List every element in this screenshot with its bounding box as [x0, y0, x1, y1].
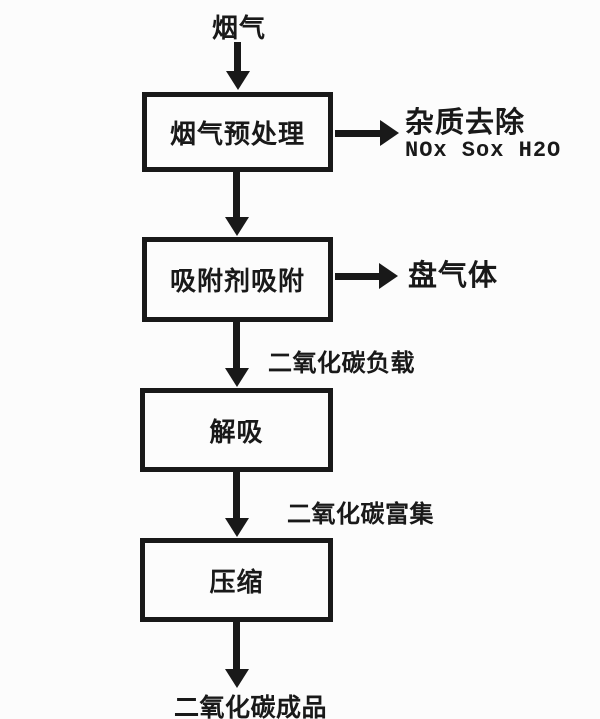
box-desorption-label: 解吸 — [209, 416, 264, 447]
arrow-head-icon — [226, 71, 250, 90]
arrow-source-to-pretreatment — [226, 42, 250, 90]
arrow-impurity-removal — [335, 120, 399, 146]
arrow-pretreatment-to-adsorption — [225, 172, 249, 236]
arrow-head-icon — [225, 518, 249, 537]
arrow-compression-to-product — [225, 622, 249, 688]
box-desorption: 解吸 — [140, 388, 333, 472]
arrow-shaft — [233, 322, 240, 369]
impurity-removal-line1: 杂质去除 — [405, 107, 526, 139]
box-pretreatment-label: 烟气预处理 — [169, 118, 305, 149]
arrow-head-icon — [225, 217, 249, 236]
arrow-head-icon — [225, 669, 249, 688]
box-compression-label: 压缩 — [209, 566, 264, 597]
impurity-removal-line2: NOx Sox H2O — [405, 138, 562, 163]
waste-gas-label: 盘气体 — [408, 260, 498, 292]
box-compression: 压缩 — [140, 538, 333, 622]
flue-gas-source-label: 烟气 — [212, 13, 267, 43]
box-pretreatment: 烟气预处理 — [142, 92, 333, 172]
arrow-head-icon — [380, 120, 399, 146]
arrow-shaft — [335, 130, 382, 137]
co2-loaded-label: 二氧化碳负载 — [268, 350, 415, 377]
arrow-shaft — [233, 622, 240, 670]
arrow-shaft — [335, 273, 381, 280]
arrow-shaft — [234, 42, 241, 72]
arrow-waste-gas — [335, 263, 398, 289]
box-adsorption: 吸附剂吸附 — [142, 237, 333, 322]
box-adsorption-label: 吸附剂吸附 — [169, 266, 305, 296]
arrow-adsorption-to-desorption — [225, 322, 249, 387]
arrow-shaft — [233, 472, 240, 519]
impurity-removal-label: 杂质去除 NOx Sox H2O — [405, 107, 561, 163]
arrow-desorption-to-compression — [225, 472, 249, 537]
waste-gas-line1: 盘气体 — [408, 260, 499, 292]
arrow-shaft — [233, 172, 240, 218]
co2-product-label: 二氧化碳成品 — [174, 694, 328, 719]
arrow-head-icon — [225, 368, 249, 387]
co2-enriched-label: 二氧化碳富集 — [287, 501, 434, 528]
arrow-head-icon — [379, 263, 398, 289]
